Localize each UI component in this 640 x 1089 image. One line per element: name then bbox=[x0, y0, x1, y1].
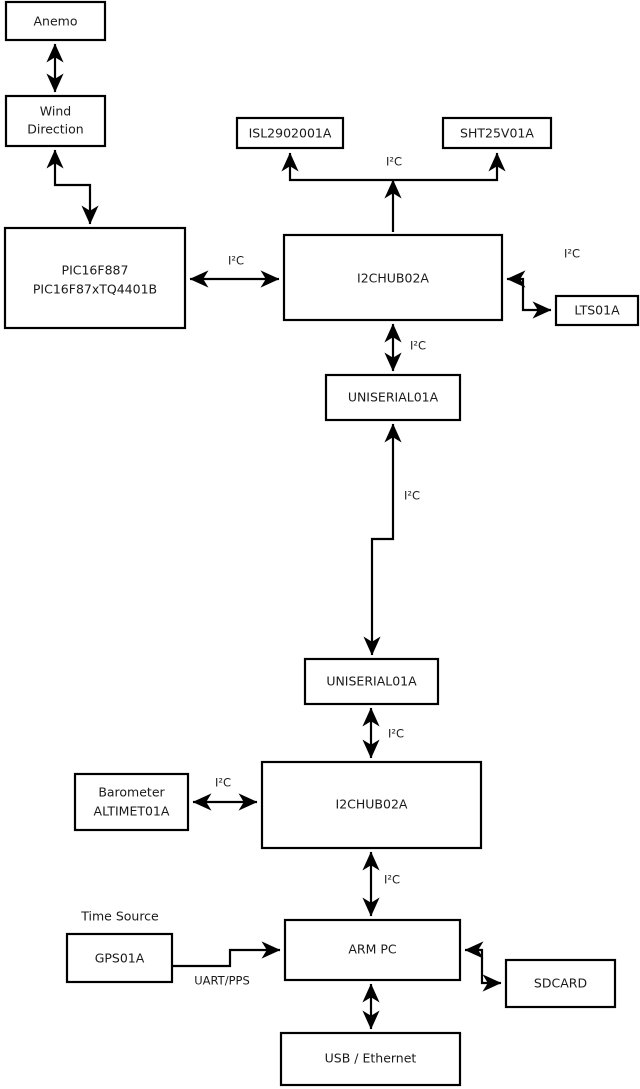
node-arm-pc-label: ARM PC bbox=[348, 942, 397, 957]
node-barometer-label-line2: ALTIMET01A bbox=[94, 804, 170, 819]
edge-uniserial-link bbox=[363, 423, 402, 656]
edge-armpc-sdcard bbox=[464, 941, 502, 992]
node-anemo-label: Anemo bbox=[34, 14, 78, 29]
edge-label-gps-armpc: UART/PPS bbox=[194, 974, 250, 988]
node-sdcard-label: SDCARD bbox=[534, 976, 587, 991]
node-sht25v01a-label: SHT25V01A bbox=[460, 126, 534, 141]
node-lts01a[interactable]: LTS01A bbox=[554, 294, 640, 327]
node-pic-mcu[interactable]: PIC16F887 PIC16F87xTQ4401B bbox=[3, 226, 187, 330]
node-uniserial01a-bottom[interactable]: UNISERIAL01A bbox=[303, 657, 440, 706]
node-i2chub02a-top-label: I2CHUB02A bbox=[357, 271, 429, 286]
node-usb-ethernet-label: USB / Ethernet bbox=[325, 1051, 417, 1066]
node-barometer-label-line1: Barometer bbox=[98, 785, 165, 800]
node-wind-direction-label-line2: Direction bbox=[27, 122, 83, 137]
edge-label-hub-lts: I²C bbox=[564, 247, 580, 261]
node-gps01a-label: GPS01A bbox=[95, 951, 145, 966]
node-isl2902001a[interactable]: ISL2902001A bbox=[235, 116, 345, 150]
edge-label-uniserial-link: I²C bbox=[404, 489, 420, 503]
node-gps01a[interactable]: GPS01A bbox=[65, 932, 174, 984]
edge-label-hub-uniserial: I²C bbox=[410, 339, 426, 353]
node-uniserial01a-bottom-label: UNISERIAL01A bbox=[326, 674, 417, 689]
label-time-source: Time Source bbox=[80, 909, 159, 924]
node-lts01a-label: LTS01A bbox=[574, 303, 620, 318]
edge-gps-armpc bbox=[172, 941, 281, 968]
edge-label-barometer-hub: I²C bbox=[215, 776, 231, 790]
node-wind-direction-label-line1: Wind bbox=[40, 104, 71, 119]
node-i2chub02a-bottom-label: I2CHUB02A bbox=[336, 797, 408, 812]
node-isl2902001a-label: ISL2902001A bbox=[249, 126, 332, 141]
node-arm-pc[interactable]: ARM PC bbox=[283, 918, 462, 982]
edge-label-hub-sensors: I²C bbox=[386, 155, 402, 169]
node-uniserial01a-top-label: UNISERIAL01A bbox=[348, 390, 439, 405]
node-i2chub02a-bottom[interactable]: I2CHUB02A bbox=[260, 760, 483, 850]
edge-bus-to-sht bbox=[393, 152, 506, 182]
edge-bus-to-isl bbox=[281, 152, 393, 182]
edge-label-pic-hub: I²C bbox=[228, 254, 244, 268]
edge-label-uniserial-hub-bottom: I²C bbox=[388, 727, 404, 741]
node-sdcard[interactable]: SDCARD bbox=[504, 958, 617, 1009]
node-usb-ethernet[interactable]: USB / Ethernet bbox=[279, 1031, 462, 1087]
node-pic-mcu-label-line2: PIC16F87xTQ4401B bbox=[33, 282, 157, 297]
node-anemo[interactable]: Anemo bbox=[4, 0, 107, 42]
node-sht25v01a[interactable]: SHT25V01A bbox=[441, 116, 553, 150]
edge-hub-top-lts bbox=[506, 270, 552, 319]
node-uniserial01a-top[interactable]: UNISERIAL01A bbox=[324, 373, 462, 422]
edge-wind-pic bbox=[46, 149, 99, 225]
node-i2chub02a-top[interactable]: I2CHUB02A bbox=[282, 233, 504, 322]
node-pic-mcu-label-line1: PIC16F887 bbox=[62, 263, 129, 278]
node-wind-direction[interactable]: Wind Direction bbox=[4, 94, 107, 148]
edge-label-hub-armpc: I²C bbox=[384, 873, 400, 887]
node-barometer-altimet01a[interactable]: Barometer ALTIMET01A bbox=[73, 772, 190, 832]
